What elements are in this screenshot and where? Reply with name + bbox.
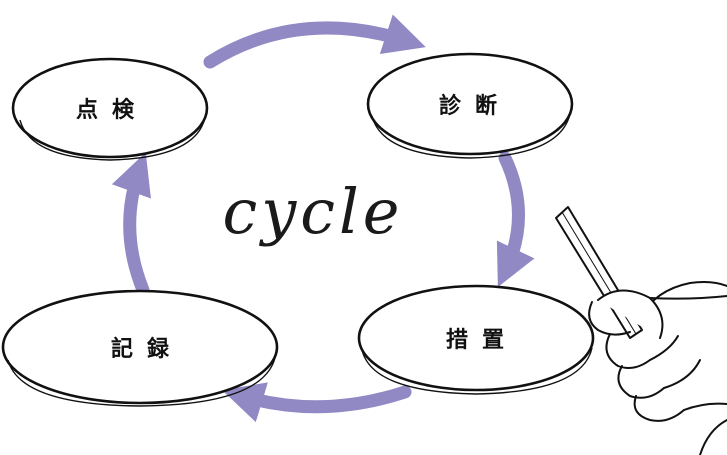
node-diagnosis: 診断 [366,52,574,159]
node-measures: 措置 [357,284,595,395]
node-measures-label: 措置 [446,328,518,353]
arrow-record-to-inspection [111,152,151,297]
arrow-inspection-to-diagnosis [203,14,426,69]
node-diagnosis-label: 診断 [439,93,511,119]
arrow-measures-to-record [222,382,412,423]
node-record: 記録 [1,289,279,407]
arrow-diagnosis-to-measures [496,151,535,288]
node-record-label: 記録 [111,336,183,362]
center-cycle-text: cycle [223,175,404,248]
node-inspection: 点検 [11,57,209,161]
hand-with-chalk-illustration [555,206,727,455]
node-inspection-label: 点検 [76,97,148,123]
